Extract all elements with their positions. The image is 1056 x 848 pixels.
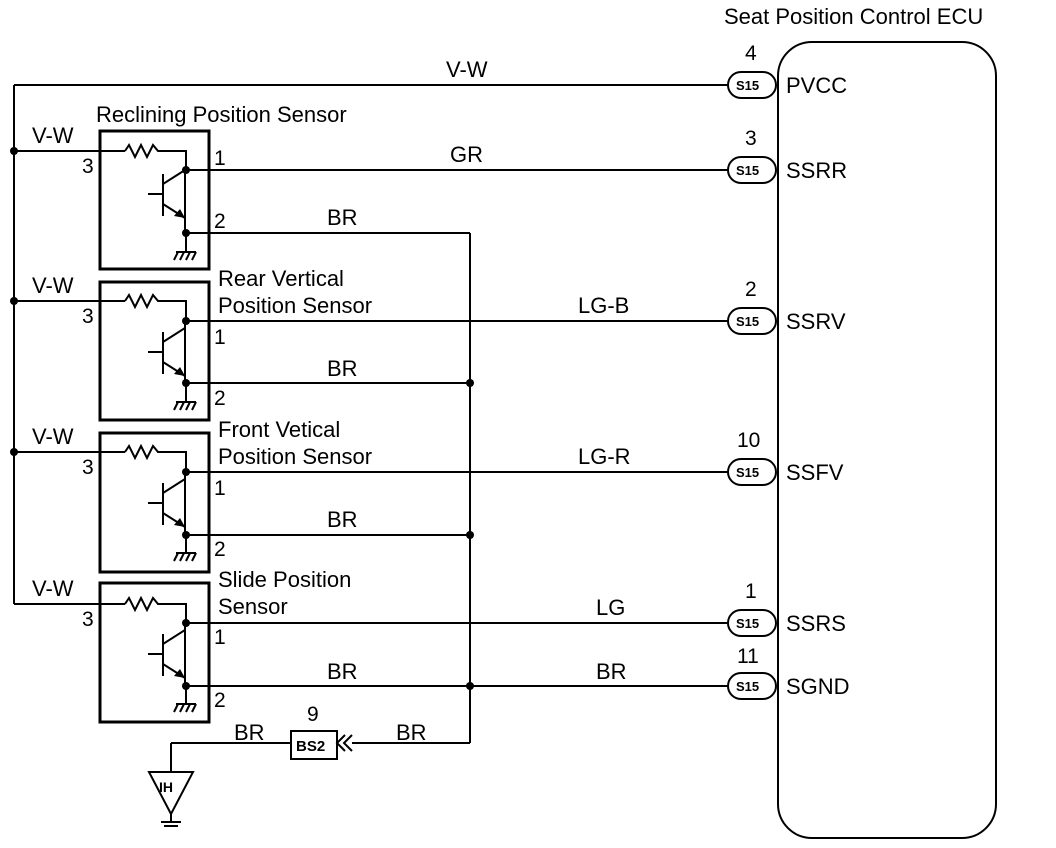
sensor-name: Front Vetical: [218, 417, 340, 442]
terminal-pin: 10: [737, 429, 760, 452]
connector-label: S15: [736, 314, 759, 329]
pin-signal: 1: [214, 477, 226, 500]
pvcc-wire-label: V-W: [446, 57, 488, 82]
ground-wire-label: BR: [327, 507, 358, 532]
supply-wire-label: V-W: [32, 273, 74, 298]
ground-wire-label: BR: [327, 205, 358, 230]
splice-pin: 9: [307, 703, 319, 726]
pin-signal: 1: [214, 326, 226, 349]
pin-signal: 1: [214, 626, 226, 649]
terminal-pin: 2: [745, 278, 757, 301]
connector-label: S15: [736, 163, 759, 178]
terminal-name: SSRR: [786, 158, 847, 183]
ground-label: IH: [159, 779, 173, 795]
terminal-pin: 4: [745, 42, 757, 65]
pin-supply: 3: [82, 608, 94, 631]
splice-name: BS2: [296, 738, 325, 755]
sensor-box: [98, 431, 211, 574]
connector-label: S15: [736, 465, 759, 480]
sensor-reclining: Reclining Position Sensor V-W 3 1 GR 2 B…: [10, 102, 728, 271]
sgnd-wire-label: BR: [596, 659, 627, 684]
connector-label: S15: [736, 679, 759, 694]
terminal-pin: 1: [745, 580, 757, 603]
sensor-slide: Slide Position Sensor V-W 3 1 LG 2 BR: [14, 567, 728, 724]
terminal-pin: 11: [737, 645, 759, 668]
sensor-name-line2: Position Sensor: [218, 293, 372, 318]
signal-wire-label: LG: [596, 595, 625, 620]
splice-box: [290, 730, 338, 760]
connector-label: S15: [736, 78, 759, 93]
pin-ground: 2: [214, 210, 226, 233]
ecu-terminal-ssrr: 3 S15 SSRR: [727, 127, 847, 184]
supply-wire-label: V-W: [32, 123, 74, 148]
signal-wire-label: LG-B: [578, 293, 629, 318]
terminal-pin: 3: [745, 127, 757, 150]
pin-signal: 1: [214, 147, 226, 170]
ground-wire-label: BR: [327, 356, 358, 381]
ecu-box: [777, 41, 997, 839]
pin-ground: 2: [214, 689, 226, 712]
ecu-terminal-ssrv: 2 S15 SSRV: [727, 278, 846, 335]
splice-wire-right-label: BR: [396, 720, 427, 745]
supply-wire-label: V-W: [32, 576, 74, 601]
splice-wire-left-label: BR: [234, 720, 265, 745]
supply-wire-label: V-W: [32, 424, 74, 449]
ground-symbol: IH: [147, 771, 195, 827]
ecu-terminal-ssrs: 1 S15 SSRS: [727, 580, 846, 637]
sensor-front-vertical: Front Vetical Position Sensor V-W 3 1 LG…: [10, 417, 728, 574]
sensor-box: [98, 129, 211, 271]
splice-bs2: BR 9 BS2 BR: [170, 703, 470, 772]
signal-wire-label: GR: [450, 142, 483, 167]
sensor-name-line2: Sensor: [218, 594, 288, 619]
sensor-box: [98, 280, 211, 422]
connector-label: S15: [736, 616, 759, 631]
terminal-name: SSFV: [786, 460, 844, 485]
ecu-terminal-pvcc: 4 S15 PVCC: [727, 42, 847, 99]
sensor-name-line2: Position Sensor: [218, 444, 372, 469]
sensor-name: Reclining Position Sensor: [96, 102, 347, 127]
ecu-terminal-sgnd: 11 S15 SGND: [727, 645, 850, 700]
pin-supply: 3: [82, 456, 94, 479]
terminal-name: PVCC: [786, 73, 847, 98]
sensor-name: Slide Position: [218, 567, 351, 592]
ecu-title: Seat Position Control ECU: [724, 4, 983, 29]
terminal-name: SGND: [786, 674, 850, 699]
ecu-terminal-ssfv: 10 S15 SSFV: [727, 429, 844, 486]
pin-supply: 3: [82, 155, 94, 178]
pin-ground: 2: [214, 387, 226, 410]
signal-wire-label: LG-R: [578, 444, 631, 469]
sensor-name: Rear Vertical: [218, 266, 344, 291]
pin-supply: 3: [82, 305, 94, 328]
sensor-rear-vertical: Rear Vertical Position Sensor V-W 3 1 LG…: [10, 266, 728, 422]
pin-ground: 2: [214, 538, 226, 561]
terminal-name: SSRV: [786, 309, 846, 334]
ground-wire-label: BR: [327, 659, 358, 684]
sensor-box: [98, 581, 211, 724]
terminal-name: SSRS: [786, 611, 846, 636]
